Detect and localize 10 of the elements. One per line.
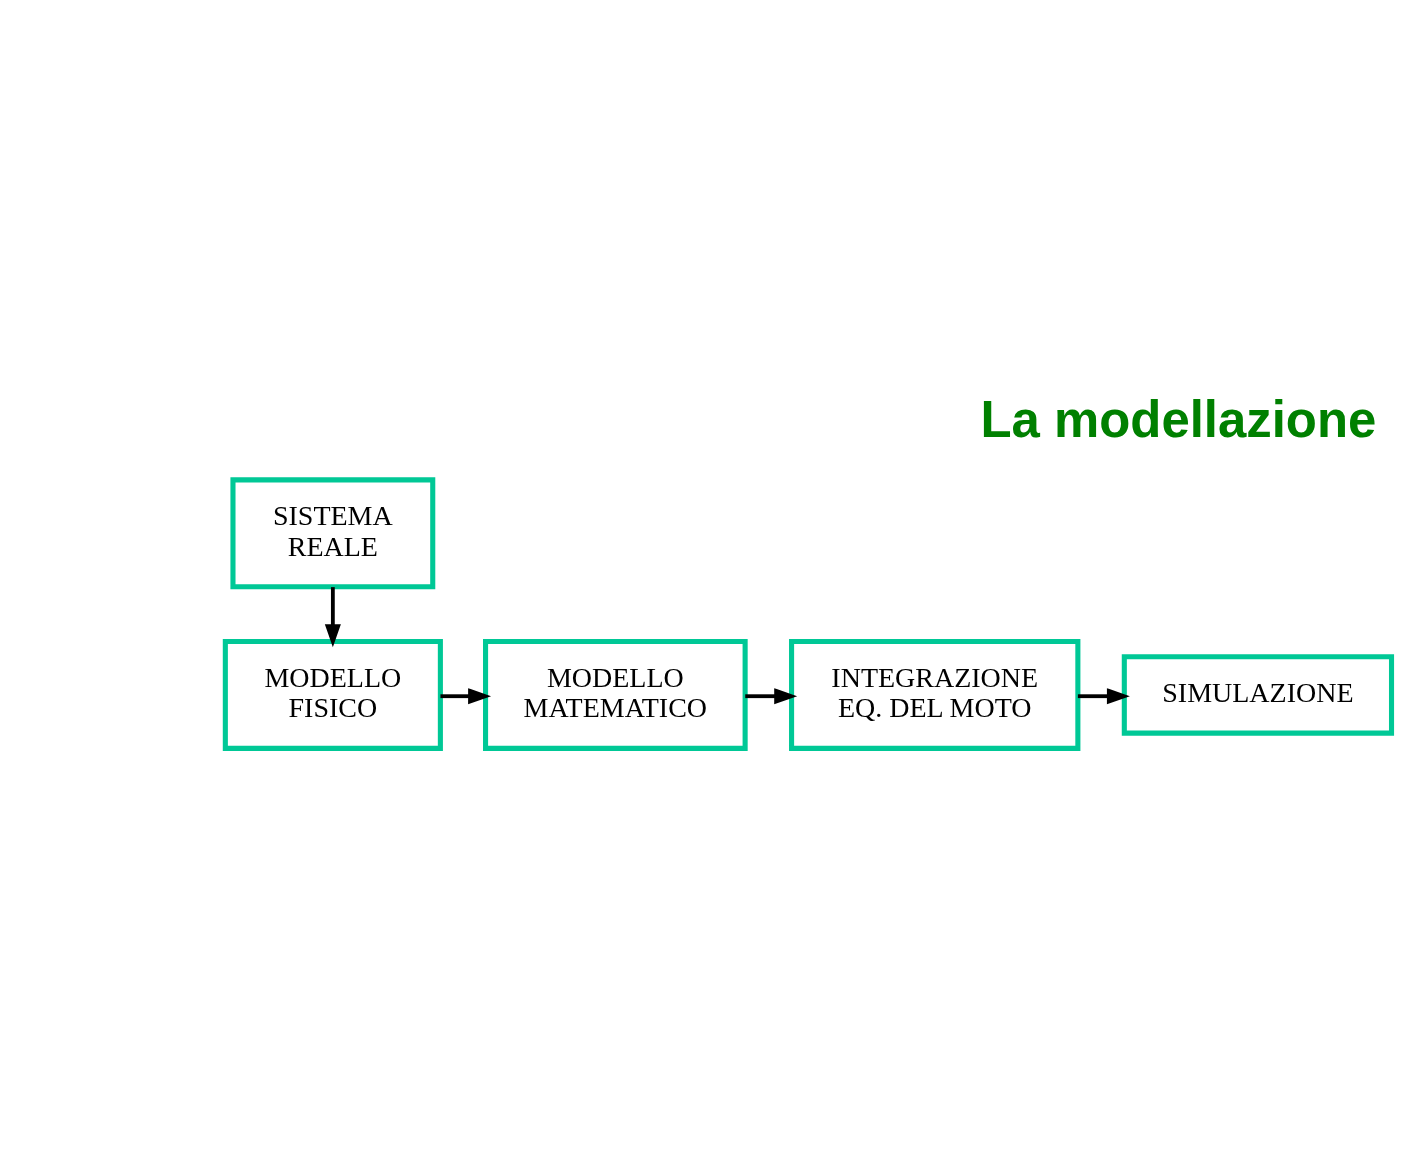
arrow [1077,688,1130,705]
arrow [324,587,341,648]
node-box: INTEGRAZIONE EQ. DEL MOTO [789,638,1081,751]
node-box: SISTEMA REALE [230,477,436,590]
arrow [440,688,492,705]
node-box: MODELLO MATEMATICO [483,638,748,751]
node-box: SIMULAZIONE [1121,654,1395,736]
diagram-title: La modellazione [980,390,1377,448]
arrow [745,688,798,705]
node-box: MODELLO FISICO [222,638,443,751]
